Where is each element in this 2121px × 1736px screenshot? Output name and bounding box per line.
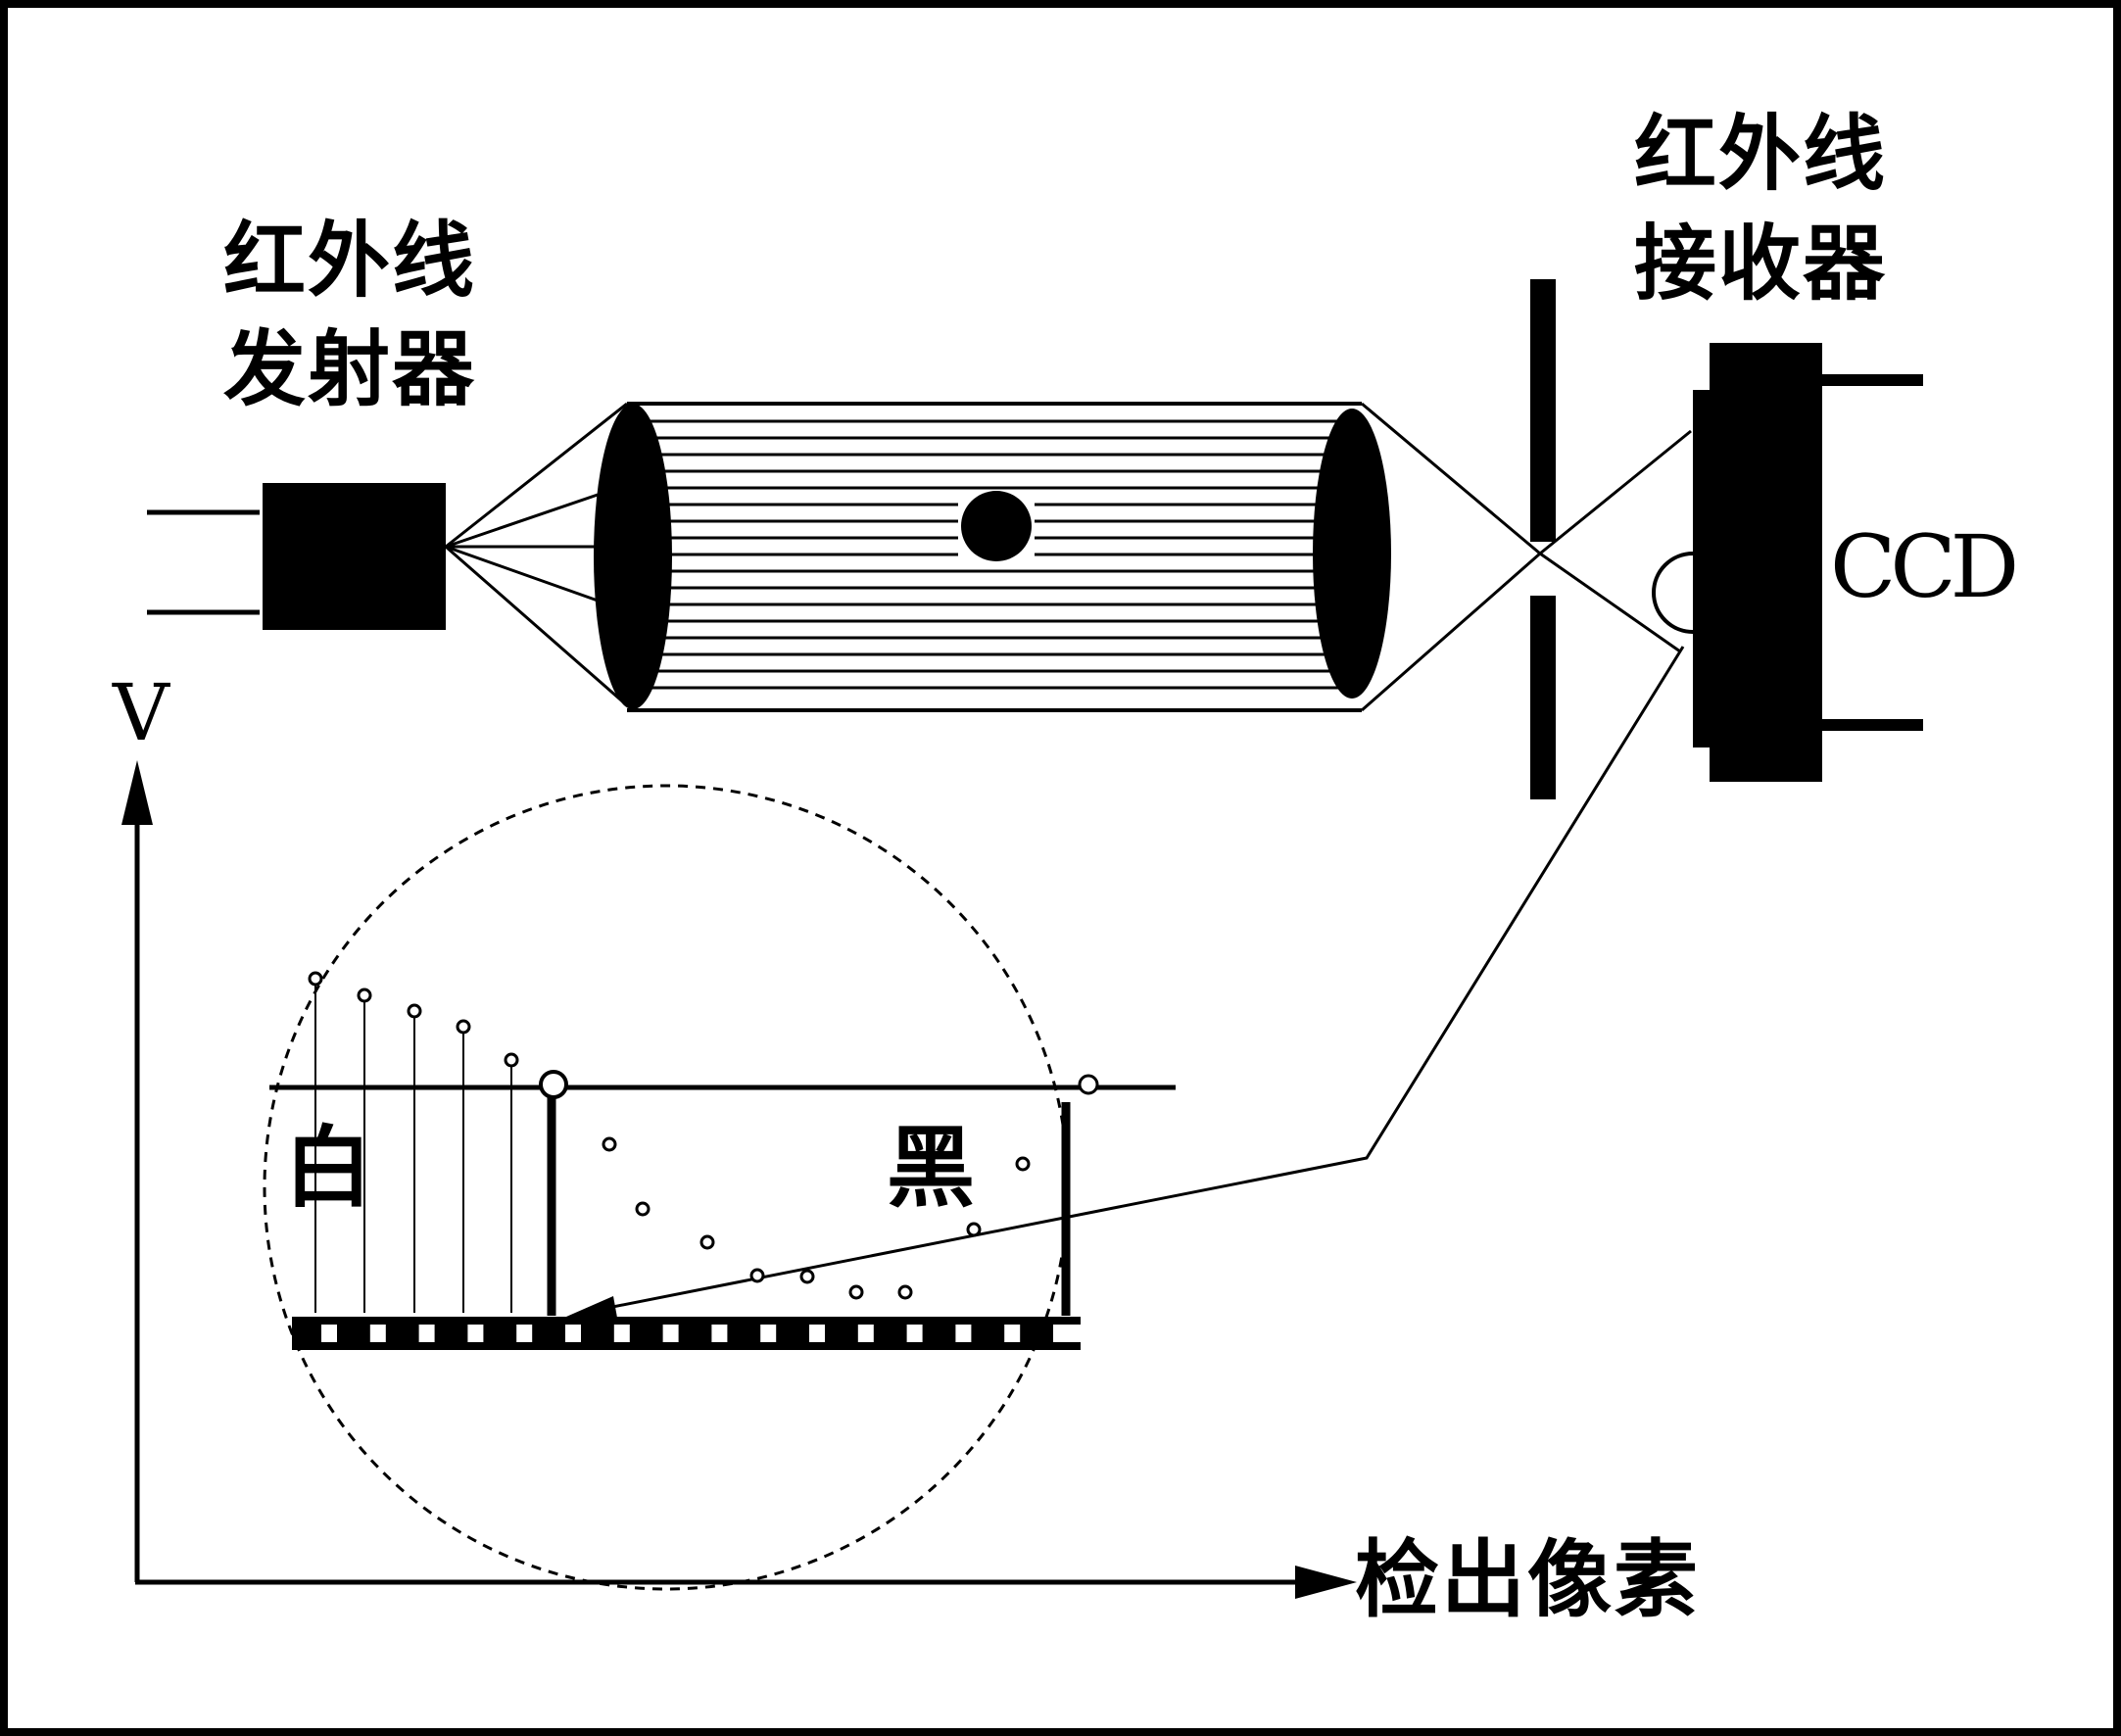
focused-rays xyxy=(1361,402,1692,712)
y-axis-label: V xyxy=(113,667,169,758)
pixel-cell xyxy=(467,1325,484,1342)
object-blocker xyxy=(961,491,1032,561)
receiver-label-line1: 红外线 xyxy=(1634,106,1888,202)
sample-dot xyxy=(848,1284,864,1300)
beam-ray-lines xyxy=(647,419,1342,690)
receiver-label-line2: 接收器 xyxy=(1634,216,1888,312)
sample-dot xyxy=(504,1052,519,1068)
falling-edge-marker xyxy=(539,1070,568,1099)
aperture-lower xyxy=(1530,596,1556,799)
sample-dot xyxy=(602,1136,617,1152)
emitter-label-line2: 发射器 xyxy=(223,321,477,417)
y-axis-arrowhead xyxy=(121,760,153,825)
collimating-lens xyxy=(594,404,672,709)
ccd-label: CCD xyxy=(1830,516,2019,617)
pixel-cell xyxy=(321,1325,337,1342)
parallel-beam xyxy=(627,402,1362,712)
pixel-cell xyxy=(613,1325,630,1342)
white-sample-stems xyxy=(314,980,512,1313)
emitter-body xyxy=(263,483,446,630)
pixel-cell xyxy=(565,1325,581,1342)
axes xyxy=(121,760,1357,1599)
pixel-cell xyxy=(1068,1325,1081,1342)
pixel-cell xyxy=(857,1325,874,1342)
sample-dot xyxy=(456,1019,471,1035)
ir-emitter xyxy=(147,402,628,707)
sample-dot xyxy=(699,1234,715,1250)
aperture-upper xyxy=(1530,279,1556,542)
pixel-cell xyxy=(369,1325,386,1342)
ccd-zoom-marker xyxy=(1652,552,1694,634)
focusing-lens xyxy=(1313,409,1391,699)
pixel-cells xyxy=(321,1325,1081,1342)
sample-dot xyxy=(407,1003,422,1019)
sample-dot xyxy=(799,1269,815,1284)
pixel-cell xyxy=(809,1325,825,1342)
sample-dot xyxy=(308,971,323,987)
sample-dot xyxy=(635,1201,651,1217)
signal-plot xyxy=(269,971,1176,1350)
rising-edge-marker xyxy=(1078,1074,1099,1095)
sample-dot xyxy=(897,1284,913,1300)
pixel-cell xyxy=(1053,1325,1069,1342)
x-axis-label: 检出像素 xyxy=(1355,1531,1700,1629)
emitter-rays xyxy=(445,402,628,707)
sample-dot xyxy=(749,1268,765,1283)
pixel-cell xyxy=(906,1325,923,1342)
pixel-cell xyxy=(760,1325,777,1342)
pixel-cell xyxy=(955,1325,972,1342)
pixel-cell xyxy=(662,1325,679,1342)
white-region-label: 白 xyxy=(284,1117,374,1220)
sample-dot xyxy=(1015,1156,1031,1172)
sample-points xyxy=(308,971,1031,1300)
black-region-label: 黑 xyxy=(887,1117,977,1220)
sample-dot xyxy=(966,1222,982,1237)
pixel-cell xyxy=(516,1325,533,1342)
ccd-body xyxy=(1710,343,1822,782)
x-axis-arrowhead xyxy=(1295,1566,1357,1599)
pixel-cell xyxy=(1004,1325,1021,1342)
ccd-receiver xyxy=(1652,343,1923,782)
pixel-cell xyxy=(711,1325,728,1342)
zoom-leader-line xyxy=(582,646,1685,1315)
zoom-leader-arrowhead xyxy=(566,1296,617,1318)
sample-dot xyxy=(357,988,372,1003)
pixel-cell xyxy=(418,1325,435,1342)
emitter-label-line1: 红外线 xyxy=(223,213,477,309)
